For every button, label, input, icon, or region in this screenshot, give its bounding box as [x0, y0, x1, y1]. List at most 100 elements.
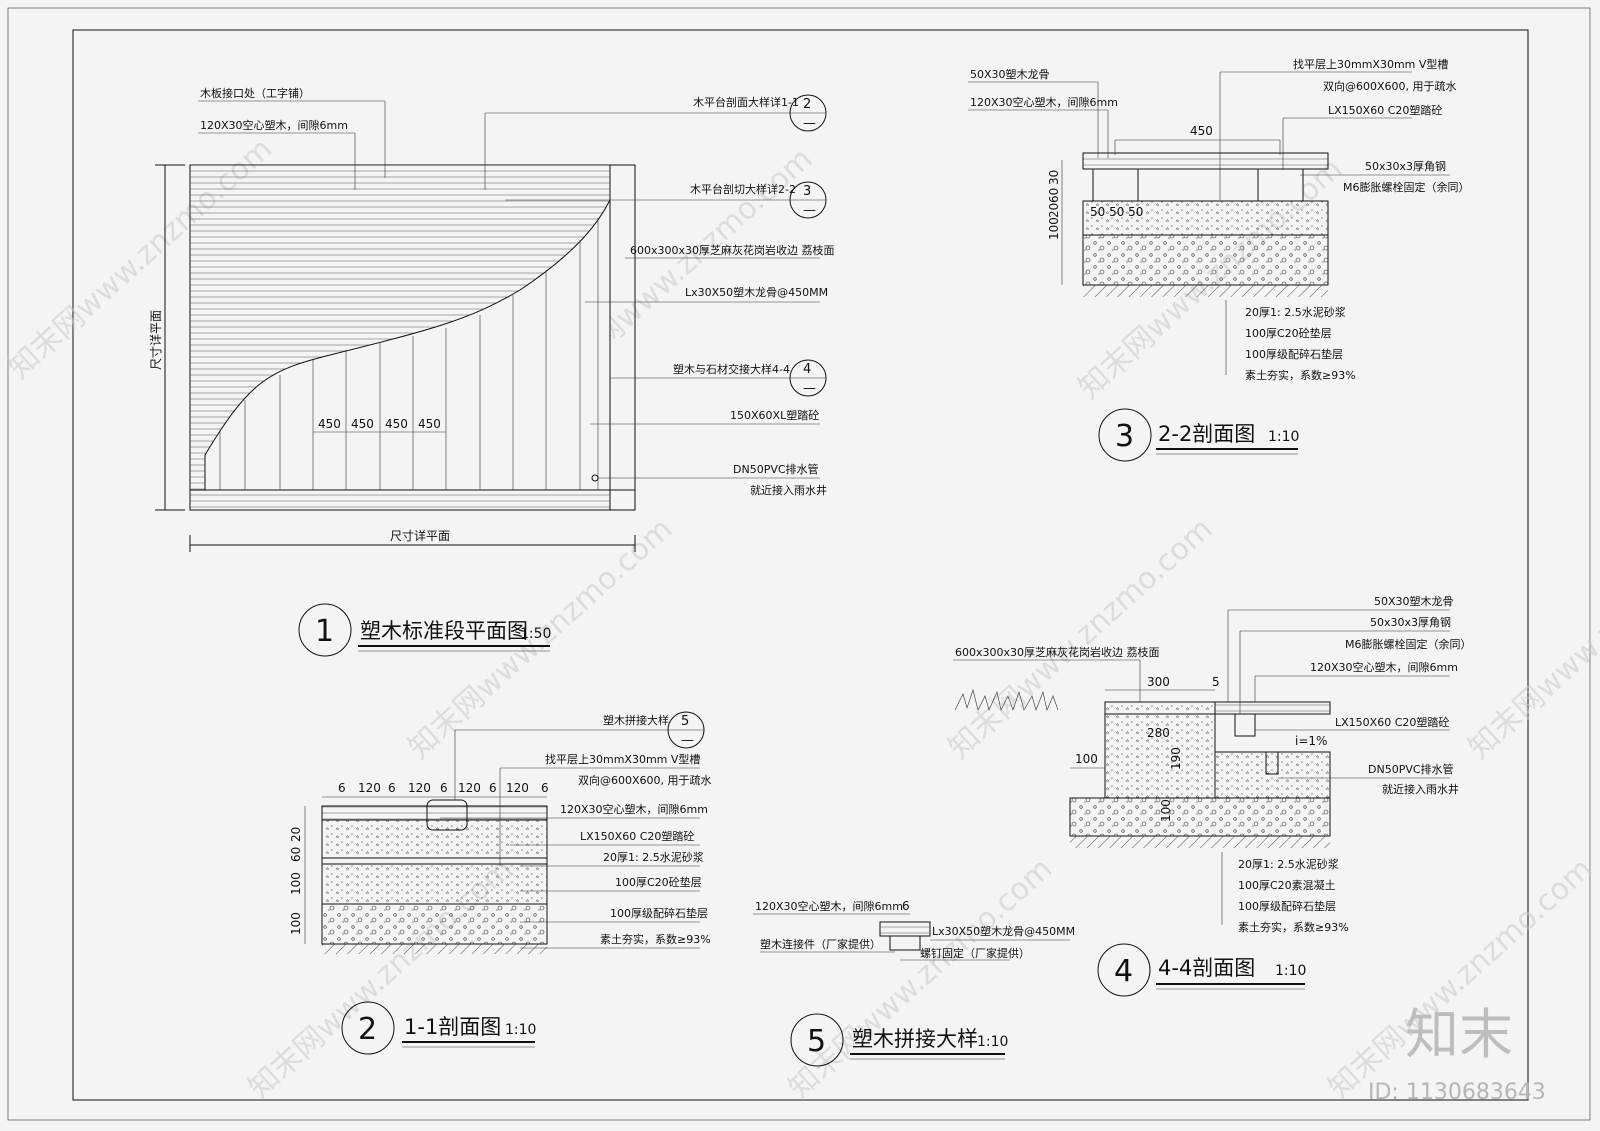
left-dim: 60 — [289, 847, 303, 862]
note-drain-pipe: DN50PVC排水管 — [733, 462, 819, 476]
granite-edge — [1104, 701, 1216, 715]
dim-label: 6 — [489, 781, 497, 795]
view-5-number: 5 — [807, 1024, 826, 1059]
note-gravel: 100厚级配碎石垫层 — [610, 906, 708, 920]
view-3-scale: 1:10 — [1268, 429, 1299, 445]
dim-label: 120 — [408, 781, 431, 795]
view-4-number: 4 — [1114, 954, 1133, 989]
left-dim: 20 — [289, 827, 303, 842]
note-angle-steel: 50x30x3厚角钢 — [1365, 160, 1446, 173]
view-1-number: 1 — [315, 614, 334, 649]
dim-5: 5 — [1212, 675, 1220, 689]
dim-100: 100 — [1075, 752, 1098, 766]
gap-dim: 6 — [902, 899, 910, 913]
view-5-title: 塑木拼接大样 — [852, 1027, 978, 1051]
view-4-number-circle — [1097, 943, 1151, 997]
note-mortar: 20厚1: 2.5水泥砂浆 — [1245, 305, 1346, 319]
note-connector: 塑木连接件（厂家提供） — [760, 937, 881, 951]
brand-id: ID: 1130683643 — [1368, 1080, 1546, 1105]
view-4-section: 300 5 280 190 100 100 i=1% 600x300x30厚芝麻… — [953, 594, 1472, 997]
dim-label: 6 — [338, 781, 346, 795]
spacing-label: 450 — [385, 417, 408, 431]
view-2-number-circle — [341, 1001, 395, 1055]
note-screw: 螺钉固定（厂家提供） — [920, 946, 1030, 960]
note-rain-well: 就近接入雨水井 — [1382, 782, 1459, 796]
note-joint-detail: 塑木拼接大样 — [603, 713, 669, 727]
concrete-base — [1214, 751, 1331, 799]
dim-label: 120 — [506, 781, 529, 795]
note-gravel: 100厚级配碎石垫层 — [1245, 347, 1343, 361]
drain-outlet — [1265, 751, 1279, 775]
view-1-title: 塑木标准段平面图 — [360, 619, 528, 643]
grass-symbol — [954, 688, 1059, 711]
view-2-number: 2 — [358, 1012, 377, 1047]
dim-100-vertical: 100 — [1159, 799, 1173, 822]
note-bolt: M6膨胀螺栓固定（余同） — [1343, 180, 1470, 194]
note-joist: 50X30塑木龙骨 — [1374, 594, 1454, 608]
gravel-layer — [1082, 234, 1329, 286]
sleeper-left — [1092, 168, 1139, 202]
small-dims: 50 50 50 — [1090, 205, 1143, 219]
note-section-1-1: 木平台剖面大样详1-1 — [693, 95, 799, 109]
right-notes: 50X30塑木龙骨 50x30x3厚角钢 M6膨胀螺栓固定（余同） 120X30… — [1227, 594, 1472, 796]
left-dim: 100 — [1047, 217, 1061, 240]
note-v-groove: 找平层上30mmX30mm V型槽 — [1293, 57, 1448, 71]
cutaway-region — [204, 199, 611, 491]
dim-label: 120 — [358, 781, 381, 795]
callout-board-spec: 120X30空心塑木，间隙6mm — [200, 118, 348, 132]
note-bolt: M6膨胀螺栓固定（余同） — [1345, 637, 1472, 651]
note-hollow-board: 120X30空心塑木，间隙6mm — [755, 899, 903, 913]
gravel-layer — [321, 903, 548, 945]
dim-label: 120 — [458, 781, 481, 795]
sheet-frame — [72, 29, 1529, 1101]
note-v-groove-spacing: 双向@600X600, 用于疏水 — [1323, 79, 1457, 93]
view-4-scale: 1:10 — [1275, 963, 1306, 979]
detail-tag-5-sub: — — [681, 733, 694, 748]
soil-hatch — [1083, 285, 1328, 297]
dim-label: 6 — [388, 781, 396, 795]
note-soil: 素土夯实，系数≥93% — [1245, 368, 1356, 382]
dim-label: 6 — [440, 781, 448, 795]
board-joint — [879, 921, 931, 937]
dim-left-label: 尺寸详平面 — [148, 310, 163, 370]
dim-190: 190 — [1169, 747, 1183, 770]
note-v-groove: 找平层上30mmX30mm V型槽 — [545, 752, 700, 766]
soil-hatch — [322, 944, 547, 954]
dim-300: 300 — [1147, 675, 1170, 689]
note-angle-steel: 50x30x3厚角钢 — [1370, 616, 1451, 629]
top-dimension-labels: 6 120 6 120 6 120 6 120 6 — [338, 781, 549, 795]
deck-layer — [1082, 152, 1329, 170]
note-joist: Lx30X50塑木龙骨@450MM — [932, 924, 1075, 938]
note-concrete-sleeper: 150X60XL塑踏砼 — [730, 408, 819, 422]
note-joist: Lx30X50塑木龙骨@450MM — [685, 285, 828, 299]
outer-frame — [7, 7, 1591, 1121]
concrete-block — [1104, 713, 1216, 799]
note-granite: 600x300x30厚芝麻灰花岗岩收边 荔枝面 — [955, 645, 1160, 659]
note-mortar: 20厚1: 2.5水泥砂浆 — [1238, 857, 1339, 871]
dim-280: 280 — [1147, 726, 1170, 740]
view-1-scale: 1:50 — [520, 626, 551, 642]
slope-label: i=1% — [1295, 734, 1327, 748]
note-soil: 素土夯实，系数≥93% — [1238, 920, 1349, 934]
deck-layer — [1214, 701, 1331, 715]
note-c20: 100厚C20素混凝土 — [1238, 878, 1336, 892]
view-5-scale: 1:10 — [977, 1034, 1008, 1050]
spacing-label: 450 — [351, 417, 374, 431]
detail-tag-4-number: 4 — [803, 362, 811, 377]
left-dim: 60 — [1047, 188, 1061, 203]
dim-bottom-label: 尺寸详平面 — [390, 528, 450, 543]
note-hollow-board: 120X30空心塑木，间隙6mm — [970, 95, 1118, 109]
callout-board-joint: 木板接口处（工字铺） — [200, 86, 310, 100]
note-soil: 素土夯实，系数≥93% — [600, 932, 711, 946]
view-3-number: 3 — [1115, 419, 1134, 454]
joint-detail-marker — [426, 799, 468, 831]
left-dim: 100 — [289, 872, 303, 895]
dim-label: 6 — [541, 781, 549, 795]
note-mortar: 20厚1: 2.5水泥砂浆 — [603, 850, 704, 864]
note-c20: 100厚C20砼垫层 — [615, 875, 702, 889]
note-sleeper: LX150X60 C20塑踏砼 — [1335, 715, 1449, 729]
view-3-section: 450 50 50 50 30 60 20 100 50X30塑木龙骨 120X… — [968, 57, 1470, 462]
note-sleeper: LX150X60 C20塑踏砼 — [1328, 103, 1442, 117]
detail-tag-3-number: 3 — [803, 184, 811, 199]
